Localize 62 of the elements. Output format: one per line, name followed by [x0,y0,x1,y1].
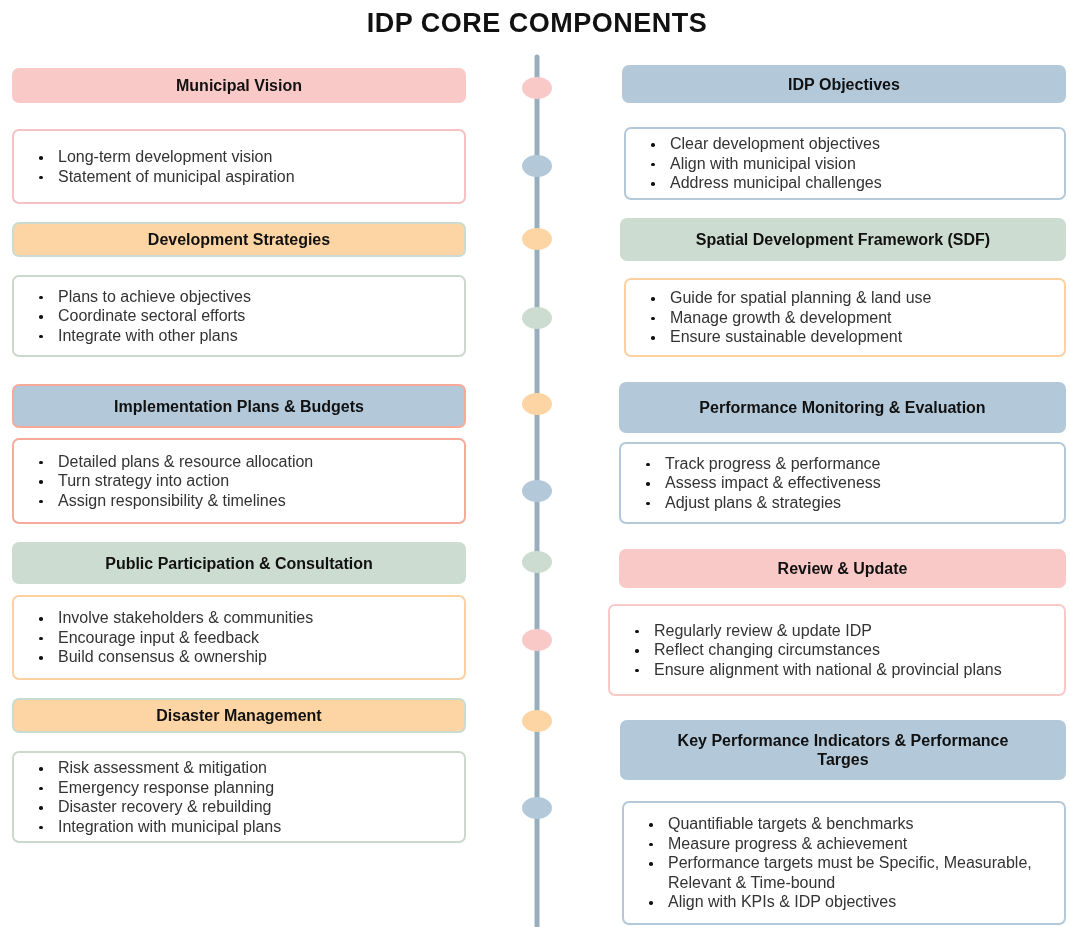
bullet-item: Ensure alignment with national & provincial plans [632,659,1034,680]
title: IDP CORE COMPONENTS [366,8,708,39]
bullet-list-box [622,801,1066,925]
heading-text: Municipal Vision [176,76,302,95]
bullet-item: Align with KPIs & IDP objectives [646,892,1034,912]
bullet-item: Turn strategy into action [36,471,434,491]
bullet-list-box [12,438,466,524]
bullet-item: Integration with municipal plans [36,816,434,836]
heading-box [619,382,1066,433]
bullet-item: Build consensus & ownership [36,647,434,667]
bullet-item: Performance targets must be Specific, Measurable, Relevant & Time-bound [646,853,1034,893]
heading-text: Performance Monitoring & Evaluation [699,398,986,417]
bullet-item: Assign responsibility & timelines [36,490,434,511]
bullet-item: Disaster recovery & rebuilding [36,797,434,817]
bullet-list-box [12,751,466,843]
bullet-item: Manage growth & development [648,307,1034,328]
bullet-item: Integrate with other plans [36,325,434,346]
bullet-item: Clear development objectives [648,134,1034,154]
heading-box [12,384,466,428]
heading-text: Public Participation & Consultation [105,553,373,573]
bullet-item: Risk assessment & mitigation [36,758,434,778]
heading-text: Review & Update [777,559,908,578]
bullet-list-box [619,442,1066,524]
bullet-item: Long-term development vision [36,147,434,167]
bullet-item: Involve stakeholders & communities [36,608,434,628]
heading-box [12,698,466,733]
bullet-item: Align with municipal vision [648,153,1034,174]
heading-box [619,549,1066,588]
bullet-item: Adjust plans & strategies [643,492,1034,513]
bullet-item: Detailed plans & resource allocation [36,451,434,472]
heading-text: Key Performance Indicators & Performance Targes [676,731,1010,769]
heading-box [12,68,466,103]
bullet-item: Plans to achieve objectives [36,286,434,307]
bullet-list-box [608,604,1066,696]
heading-box [12,542,466,584]
bullet-item: Coordinate sectoral efforts [36,306,434,326]
heading-box [12,222,466,257]
heading-text: Development Strategies [147,230,331,249]
bullet-list-box [624,278,1066,357]
bullet-list-box [624,127,1066,200]
bullet-item: Measure progress & achievement [646,833,1034,854]
bullet-item: Encourage input & feedback [36,627,434,648]
bullet-item: Emergency response planning [36,777,434,797]
heading-text: IDP Objectives [788,74,900,94]
bullet-item: Regularly review & update IDP [632,620,1034,641]
heading-text: Spatial Development Framework (SDF) [695,230,991,249]
heading-box [620,218,1066,261]
bullet-item: Ensure sustainable development [648,327,1034,347]
bullet-item: Reflect changing circumstances [632,640,1034,660]
bullet-item: Statement of municipal aspiration [36,166,434,186]
bullet-item: Assess impact & effectiveness [643,473,1034,493]
heading-box [620,720,1066,780]
bullet-item: Quantifiable targets & benchmarks [646,814,1034,834]
heading-text: Disaster Management [156,706,322,725]
bullet-item: Guide for spatial planning & land use [648,288,1034,308]
heading-box [622,65,1066,103]
heading-text: Implementation Plans & Budgets [114,396,364,416]
bullet-item: Track progress & performance [643,453,1034,474]
bullet-list-box [12,595,466,680]
bullet-list-box [12,129,466,204]
bullet-item: Address municipal challenges [648,173,1034,193]
bullet-list-box [12,275,466,357]
